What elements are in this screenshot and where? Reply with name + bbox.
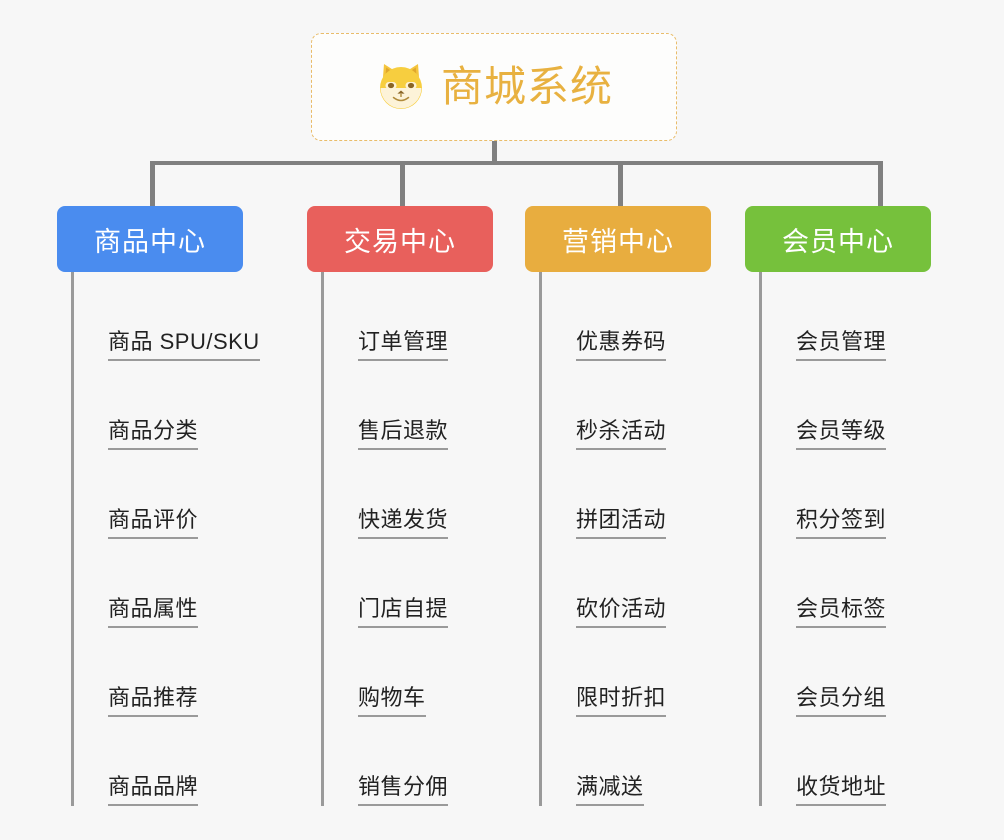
list-item[interactable]: 商品评价	[74, 450, 260, 539]
list-item[interactable]: 会员标签	[762, 539, 931, 628]
list-item[interactable]: 订单管理	[324, 272, 493, 361]
branch-member-center: 会员中心 会员管理 会员等级 积分签到 会员标签 会员分组 收货地址	[745, 206, 931, 806]
leaf-label: 商品分类	[108, 417, 199, 450]
leaf-label: 商品品牌	[108, 773, 199, 806]
leaf-label: 商品属性	[108, 595, 199, 628]
list-item[interactable]: 会员管理	[762, 272, 931, 361]
list-item[interactable]: 收货地址	[762, 717, 931, 806]
root-title: 商城系统	[440, 63, 613, 110]
list-item[interactable]: 限时折扣	[542, 628, 711, 717]
leaf-label: 商品评价	[108, 506, 199, 539]
leaf-label: 售后退款	[358, 417, 449, 450]
leaf-label: 优惠券码	[576, 328, 667, 361]
leaf-label: 会员分组	[796, 684, 887, 717]
leaf-label: 门店自提	[358, 595, 449, 628]
list-item[interactable]: 购物车	[324, 628, 493, 717]
branch-header-label-2: 交易中心	[344, 226, 456, 257]
connector-horizontal-bus	[150, 161, 883, 165]
leaf-label: 快递发货	[358, 506, 449, 539]
list-item[interactable]: 优惠券码	[542, 272, 711, 361]
branch-header-label-1: 商品中心	[94, 226, 206, 257]
connector-drop-3	[618, 161, 623, 206]
shiba-dog-icon	[375, 61, 427, 113]
list-item[interactable]: 快递发货	[324, 450, 493, 539]
leaf-label: 订单管理	[358, 328, 449, 361]
list-item[interactable]: 售后退款	[324, 361, 493, 450]
branch-header-label-3: 营销中心	[562, 226, 674, 257]
branch-leaf-list-1: 商品 SPU/SKU 商品分类 商品评价 商品属性 商品推荐 商品品牌	[71, 272, 260, 806]
branch-header-1[interactable]: 商品中心	[57, 206, 243, 272]
leaf-label: 拼团活动	[576, 506, 667, 539]
leaf-label: 满减送	[576, 773, 644, 806]
connector-drop-4	[878, 161, 883, 206]
list-item[interactable]: 商品分类	[74, 361, 260, 450]
branch-marketing-center: 营销中心 优惠券码 秒杀活动 拼团活动 砍价活动 限时折扣 满减送	[525, 206, 711, 806]
leaf-label: 销售分佣	[358, 773, 449, 806]
list-item[interactable]: 满减送	[542, 717, 711, 806]
list-item[interactable]: 商品推荐	[74, 628, 260, 717]
branch-header-label-4: 会员中心	[782, 226, 894, 257]
branch-leaf-list-2: 订单管理 售后退款 快递发货 门店自提 购物车 销售分佣	[321, 272, 493, 806]
branch-trade-center: 交易中心 订单管理 售后退款 快递发货 门店自提 购物车 销售分佣	[307, 206, 493, 806]
branch-header-2[interactable]: 交易中心	[307, 206, 493, 272]
list-item[interactable]: 商品属性	[74, 539, 260, 628]
list-item[interactable]: 秒杀活动	[542, 361, 711, 450]
leaf-label: 收货地址	[796, 773, 887, 806]
branch-leaf-list-4: 会员管理 会员等级 积分签到 会员标签 会员分组 收货地址	[759, 272, 931, 806]
connector-root-stem	[492, 141, 497, 164]
leaf-label: 会员标签	[796, 595, 887, 628]
list-item[interactable]: 商品品牌	[74, 717, 260, 806]
leaf-label: 会员等级	[796, 417, 887, 450]
branch-product-center: 商品中心 商品 SPU/SKU 商品分类 商品评价 商品属性 商品推荐 商品品牌	[57, 206, 260, 806]
leaf-label: 商品推荐	[108, 684, 199, 717]
leaf-label: 商品 SPU/SKU	[108, 328, 260, 361]
list-item[interactable]: 积分签到	[762, 450, 931, 539]
root-node[interactable]: 商城系统	[311, 33, 677, 141]
leaf-label: 秒杀活动	[576, 417, 667, 450]
leaf-label: 限时折扣	[576, 684, 667, 717]
branch-header-3[interactable]: 营销中心	[525, 206, 711, 272]
leaf-label: 砍价活动	[576, 595, 667, 628]
branch-leaf-list-3: 优惠券码 秒杀活动 拼团活动 砍价活动 限时折扣 满减送	[539, 272, 711, 806]
list-item[interactable]: 销售分佣	[324, 717, 493, 806]
list-item[interactable]: 会员等级	[762, 361, 931, 450]
list-item[interactable]: 门店自提	[324, 539, 493, 628]
connector-drop-2	[400, 161, 405, 206]
list-item[interactable]: 拼团活动	[542, 450, 711, 539]
list-item[interactable]: 砍价活动	[542, 539, 711, 628]
list-item[interactable]: 会员分组	[762, 628, 931, 717]
leaf-label: 会员管理	[796, 328, 887, 361]
leaf-label: 购物车	[358, 684, 426, 717]
list-item[interactable]: 商品 SPU/SKU	[74, 272, 260, 361]
branch-header-4[interactable]: 会员中心	[745, 206, 931, 272]
leaf-label: 积分签到	[796, 506, 887, 539]
connector-drop-1	[150, 161, 155, 206]
